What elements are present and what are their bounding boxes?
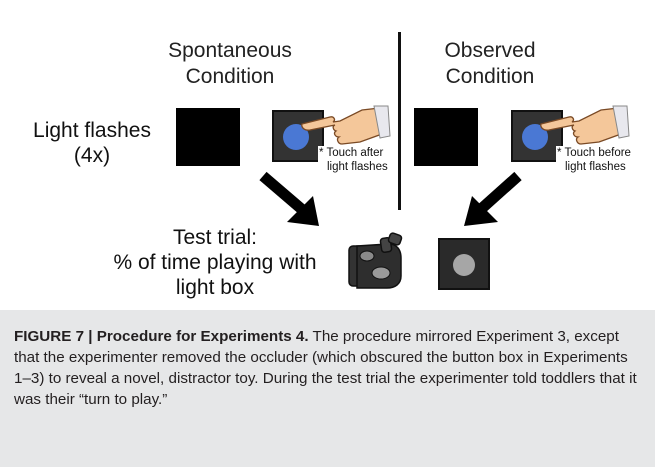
test-trial-line1: Test trial: <box>172 226 258 249</box>
spontaneous-heading: Spontaneous Condition <box>150 38 310 90</box>
left-blue-button-icon <box>283 124 309 150</box>
left-pointing-hand-icon <box>301 105 391 145</box>
test-trial-line2: % of time playing with <box>113 251 317 274</box>
observed-heading: Observed Condition <box>420 38 560 90</box>
left-touch-note: * Touch after light flashes <box>318 146 389 174</box>
caption-label: FIGURE 7 | Procedure for Experiments 4. <box>14 328 309 345</box>
left-black-box <box>176 108 240 166</box>
right-light-box <box>511 110 563 162</box>
observed-heading-line1: Observed <box>444 39 536 62</box>
spontaneous-heading-line2: Condition <box>185 65 275 88</box>
left-arrow-icon <box>259 171 319 226</box>
figure-caption: FIGURE 7 | Procedure for Experiments 4. … <box>0 310 655 467</box>
right-black-box <box>414 108 478 166</box>
condition-divider <box>398 32 401 210</box>
procedure-diagram: Spontaneous Condition Observed Condition… <box>22 32 632 300</box>
right-blue-button-icon <box>522 124 548 150</box>
right-touch-note: * Touch before light flashes <box>556 146 632 174</box>
test-light-box <box>438 238 490 290</box>
test-trial-label: Test trial: % of time playing with light… <box>90 225 340 300</box>
light-flashes-line2: (4x) <box>73 144 111 167</box>
observed-heading-line2: Condition <box>445 65 535 88</box>
caption-text: The procedure mirrored Experiment 3, exc… <box>14 328 637 408</box>
right-pointing-hand-icon <box>540 105 630 145</box>
left-touch-note-line1: * Touch after <box>319 147 384 159</box>
test-trial-line3: light box <box>175 276 255 299</box>
spontaneous-heading-line1: Spontaneous <box>168 39 292 62</box>
left-light-box <box>272 110 324 162</box>
test-gray-button-icon <box>453 254 475 276</box>
right-touch-note-line2: light flashes <box>565 161 626 173</box>
left-touch-note-line2: light flashes <box>327 161 388 173</box>
right-touch-note-line1: * Touch before <box>557 147 631 159</box>
light-flashes-label: Light flashes (4x) <box>22 118 162 168</box>
distractor-toy-icon <box>348 232 403 289</box>
light-flashes-line1: Light flashes <box>33 119 151 142</box>
right-arrow-icon <box>464 171 522 226</box>
